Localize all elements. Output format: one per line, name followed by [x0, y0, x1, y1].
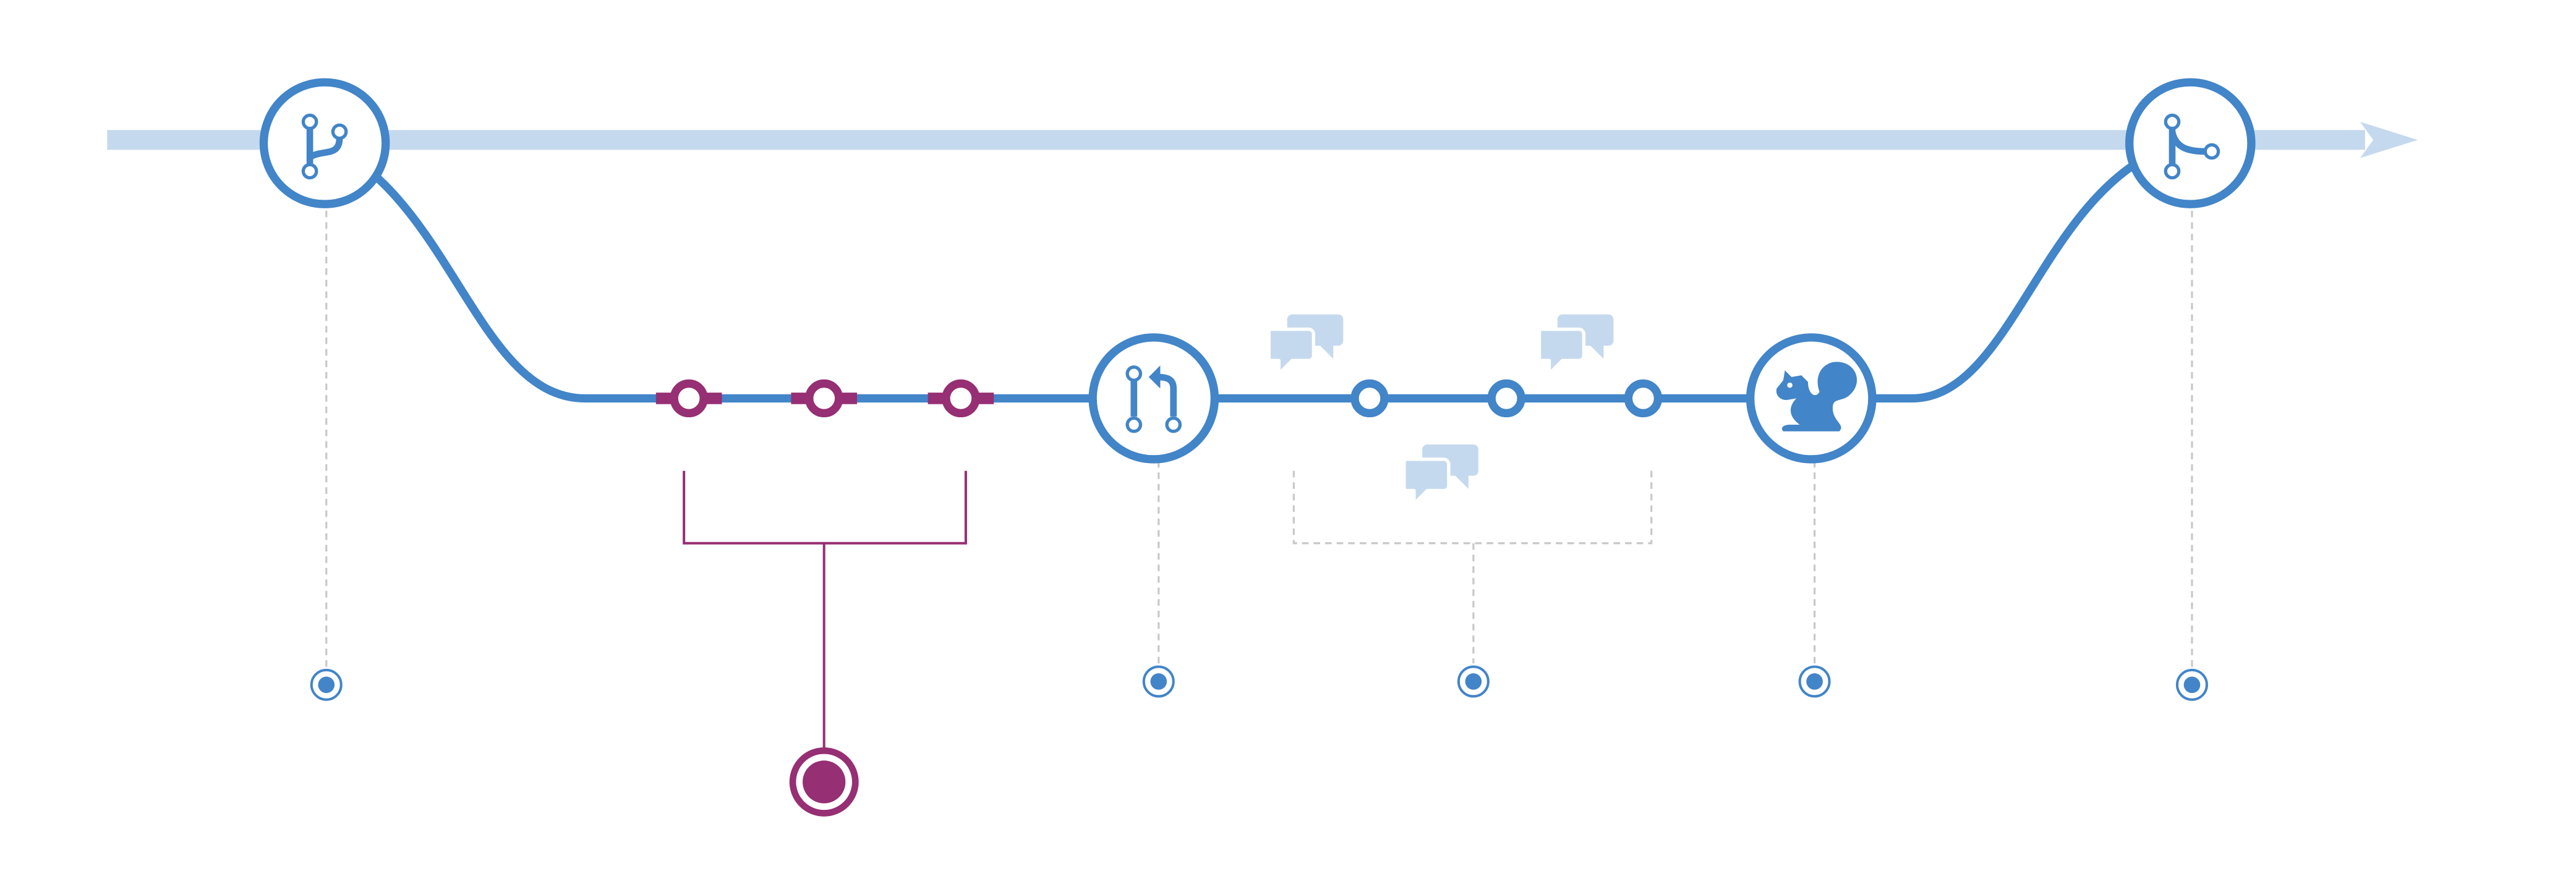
- create-branch-node: [259, 78, 390, 208]
- review-commit-node: [1624, 379, 1663, 418]
- stage-marker-add-commits: [789, 747, 859, 817]
- stage-marker-deploy: [1798, 665, 1831, 698]
- git-merge-icon: [2164, 113, 2220, 180]
- stage-marker-discuss-review: [1457, 665, 1490, 698]
- comment-discussion-icon: [1269, 315, 1343, 374]
- commit-node: [805, 379, 843, 418]
- review-commit-node: [1350, 379, 1389, 418]
- deploy-node: [1746, 333, 1877, 464]
- squirrel-icon: [1776, 362, 1857, 431]
- comment-discussion-icon: [1539, 315, 1613, 374]
- commit-node: [670, 379, 708, 418]
- comment-discussion-icon: [1404, 444, 1478, 504]
- stage-marker-merge: [2175, 668, 2208, 701]
- arrow-head-icon: [2360, 122, 2418, 158]
- feature-branch-line: [374, 161, 2137, 403]
- commits-bracket: [683, 470, 967, 749]
- commit-node: [942, 379, 980, 418]
- pull-request-node: [1088, 333, 1219, 464]
- review-commit-node: [1487, 379, 1525, 418]
- git-pull-request-icon: [1125, 365, 1182, 433]
- guide-lines: [325, 210, 2193, 667]
- stage-marker-open-pull-request: [1142, 665, 1175, 698]
- merge-node: [2125, 78, 2256, 208]
- main-trunk-line: [107, 122, 2418, 158]
- git-branch-icon: [301, 113, 348, 180]
- stage-marker-create-branch: [310, 668, 343, 701]
